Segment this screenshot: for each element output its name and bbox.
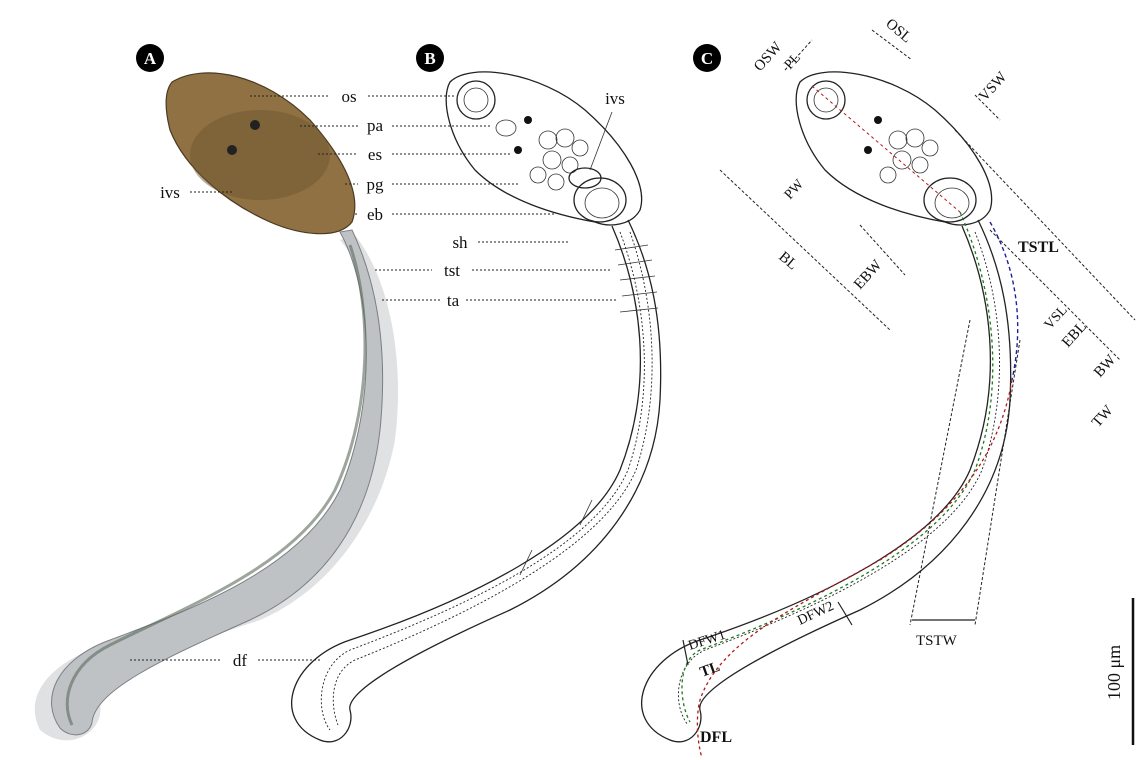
dim-tstw-1	[910, 320, 970, 625]
label-es: es	[368, 145, 382, 164]
label-tstl: TSTL	[1018, 239, 1059, 256]
panel-c: C	[642, 16, 1135, 758]
scale-bar: 100 μm	[1104, 598, 1133, 745]
c-tstl-path	[990, 222, 1018, 380]
c-excretory-bladder	[924, 178, 976, 222]
label-tstw: TSTW	[916, 633, 958, 649]
leader-ivs-b	[590, 112, 612, 170]
label-tw: TW	[1089, 402, 1117, 431]
label-vsl: VSL	[1042, 303, 1071, 333]
dim-body-diag-1	[955, 130, 1135, 320]
c-dfl-path	[697, 380, 1012, 758]
b-excretory-bladder	[574, 178, 626, 222]
label-pg: pg	[367, 175, 385, 194]
label-tl: TL	[698, 659, 722, 681]
panel-b-letter: B	[424, 49, 435, 68]
label-tst: tst	[444, 261, 460, 280]
label-osw: OSW	[751, 39, 786, 75]
c-tail-outline	[642, 220, 1011, 742]
b-eyespot-1	[524, 116, 532, 124]
label-dfw1: DFW1	[687, 628, 728, 654]
label-pa: pa	[367, 116, 384, 135]
c-tail-tract	[678, 232, 999, 725]
eyespot-left	[227, 145, 237, 155]
eyespot-right	[250, 120, 260, 130]
specimen-body-texture	[190, 110, 330, 200]
label-ebw: EBW	[851, 257, 886, 293]
label-eb: eb	[367, 205, 383, 224]
label-dfl: DFL	[700, 729, 732, 746]
label-bl: BL	[775, 249, 800, 274]
dim-bl	[720, 170, 890, 330]
label-df: df	[233, 651, 248, 670]
label-ta: ta	[447, 291, 460, 310]
c-eyespot-2	[864, 146, 872, 154]
c-excretory-bladder-inner	[935, 188, 969, 218]
b-tail-annulations	[520, 245, 658, 575]
b-excretory-bladder-inner	[585, 188, 619, 218]
b-eyespot-2	[514, 146, 522, 154]
specimen-tail	[52, 230, 383, 735]
label-ivs-a: ivs	[160, 183, 180, 202]
panel-c-letter: C	[701, 49, 713, 68]
label-osl: OSL	[882, 16, 914, 46]
dim-dfw2-bar	[838, 602, 852, 625]
dim-tstw-2	[975, 340, 1020, 625]
c-penetration-glands	[880, 129, 938, 183]
b-penetration-glands	[530, 129, 588, 190]
label-sh: sh	[452, 233, 468, 252]
label-pw: PW	[782, 176, 808, 202]
panel-a-letter: A	[144, 49, 157, 68]
label-ivs-b: ivs	[605, 89, 625, 108]
label-os: os	[341, 87, 356, 106]
scale-bar-label: 100 μm	[1104, 645, 1124, 700]
label-vsw: VSW	[976, 69, 1011, 105]
panel-b: B	[292, 44, 661, 742]
b-pharynx	[496, 120, 516, 136]
c-oral-sucker-inner	[814, 88, 838, 112]
b-oral-sucker	[457, 81, 495, 119]
b-oral-sucker-inner	[464, 88, 488, 112]
label-ebl: EBL	[1059, 319, 1090, 351]
c-eyespot-1	[874, 116, 882, 124]
panel-a: A os pa es pg eb sh tst ta ivs df	[35, 44, 618, 740]
